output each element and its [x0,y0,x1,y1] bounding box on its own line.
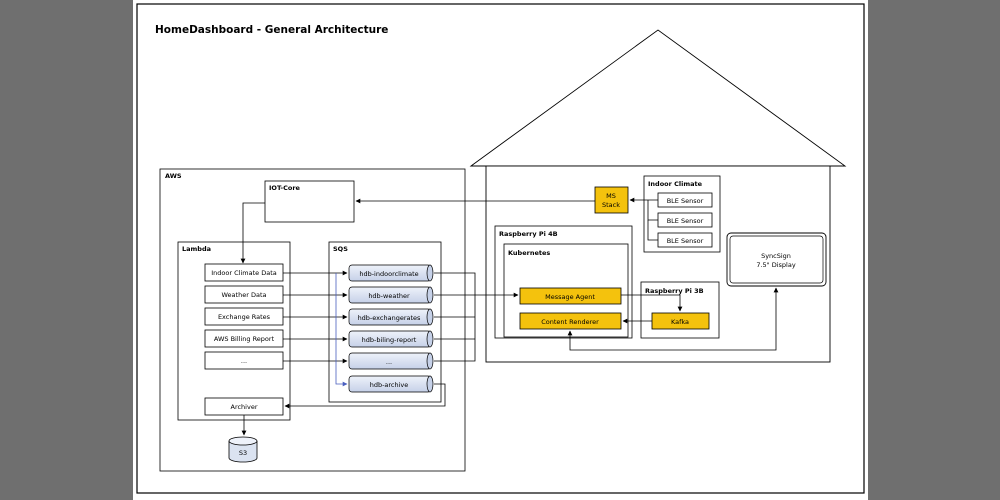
s3-label: S3 [239,449,247,457]
sqs-queue-label: hdb-weather [368,292,410,300]
sqs-queue-label: hdb-archive [370,381,409,389]
connector [240,202,265,264]
indoor-climate-label: Indoor Climate [648,180,703,188]
content-renderer-label: Content Renderer [541,318,599,326]
lambda-fn-label: Indoor Climate Data [211,269,276,277]
lambda-fn-box [204,263,284,282]
lambda-fn-box [204,329,284,348]
diagram-canvas: HomeDashboard - General Architecture AWS… [133,0,868,500]
architecture-diagram: HomeDashboard - General Architecture AWS… [136,3,865,494]
sqs-queue [348,286,434,304]
archiver-label: Archiver [231,403,258,411]
sqs-queue-label: hdb-exchangerates [358,314,421,322]
aws-label: AWS [165,172,182,180]
sqs-queue [348,264,434,282]
lambda-fn-box [204,285,284,304]
rpi3-label: Raspberry Pi 3B [645,287,704,295]
left-gutter [0,0,133,500]
connector [284,383,446,409]
ble-sensor-label: BLE Sensor [667,197,704,205]
sqs-queue [348,308,434,326]
ms-stack-label: MS [606,192,616,200]
connector [647,220,658,241]
archive-connector [335,273,348,387]
right-gutter [868,0,1000,500]
sqs-queue [348,375,434,393]
lambda-fn-label: ... [241,357,247,365]
ms-stack-box [594,186,629,214]
sqs-label: SQS [333,245,348,253]
sqs-queue [348,330,434,348]
iot-core-label: IOT-Core [269,184,301,192]
lambda-fn-label: Exchange Rates [218,313,271,321]
message-agent-label: Message Agent [545,293,595,301]
s3-cylinder [228,436,258,463]
sqs-queue-label: hdb-biling-report [362,336,417,344]
sqs-queue [348,352,434,370]
ble-sensor-label: BLE Sensor [667,237,704,245]
iot-core-box [264,180,355,223]
lambda-fn-box [204,351,284,370]
syncsign-label: 7.5" Display [756,261,796,269]
syncsign-label: SyncSign [761,252,791,260]
lambda-fn-box [204,307,284,326]
lambda-fn-label: AWS Billing Report [214,335,275,343]
diagram-title: HomeDashboard - General Architecture [155,24,388,36]
sqs-queue-label: hdb-indoorclimate [359,270,418,278]
rpi4-label: Raspberry Pi 4B [499,230,558,238]
ms-stack-label: Stack [602,201,620,209]
lambda-fn-label: Weather Data [222,291,267,299]
sqs-queue-label: ... [386,358,392,366]
lambda-label: Lambda [182,245,211,253]
kubernetes-label: Kubernetes [508,249,550,257]
ble-sensor-label: BLE Sensor [667,217,704,225]
syncsign-screen [729,235,824,284]
connector [567,287,779,351]
kafka-label: Kafka [671,318,689,326]
